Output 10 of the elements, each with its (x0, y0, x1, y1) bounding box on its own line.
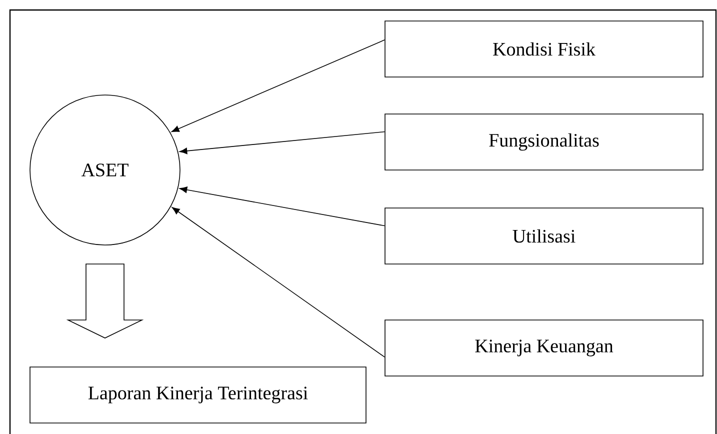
arrow (171, 40, 385, 132)
block-arrow (66, 264, 144, 338)
process-box: Laporan Kinerja Terintegrasi (30, 366, 366, 424)
process-box: Utilisasi (384, 208, 704, 264)
process-box: Kondisi Fisik (384, 20, 704, 78)
arrow (172, 207, 385, 358)
process-box: Fungsionalitas (384, 114, 704, 170)
arrow (179, 186, 385, 226)
arrow (179, 131, 385, 154)
process-box: Kinerja Keuangan (384, 320, 704, 376)
